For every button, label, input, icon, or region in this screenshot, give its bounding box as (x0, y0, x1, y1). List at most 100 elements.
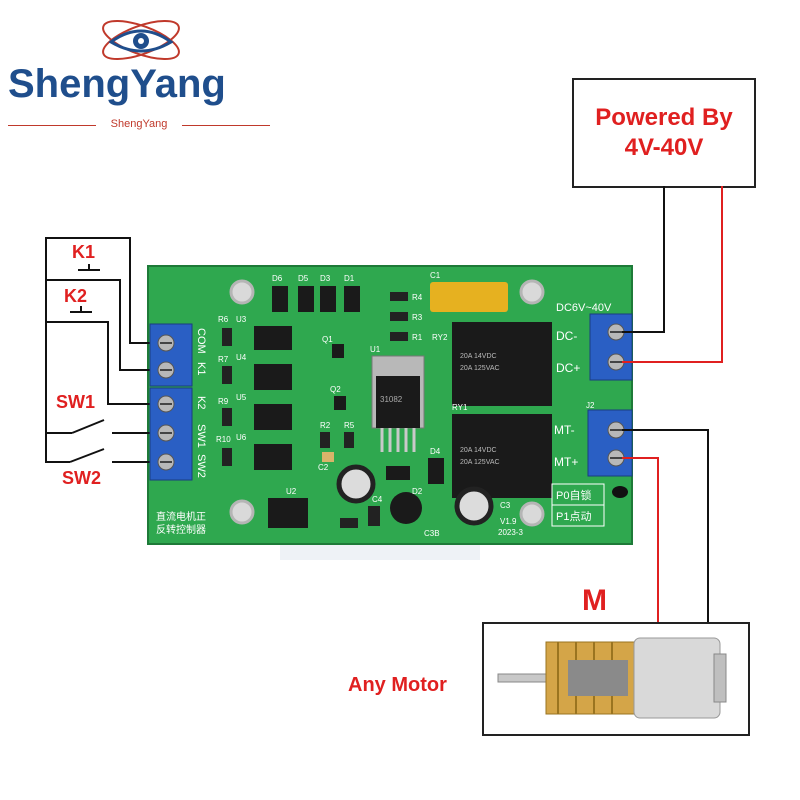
logo-divider-left (8, 125, 96, 126)
ref-c3: C3 (500, 501, 511, 510)
power-input-label: DC6V~40V (556, 302, 612, 314)
ref-d2: D2 (412, 487, 423, 496)
regulator-pins (380, 428, 416, 452)
dc-minus-label: DC- (556, 329, 577, 343)
relay1-spec-1: 20A 14VDC (460, 447, 497, 454)
label-k1: K1 (195, 362, 207, 375)
board-version: V1.9 (500, 517, 517, 526)
switch-wiring (45, 237, 160, 463)
label-com: COM (195, 328, 207, 354)
transistor-q2 (334, 396, 346, 410)
board-title-line2: 反转控制器 (156, 523, 206, 536)
ref-r6: R6 (218, 315, 229, 324)
relay1-spec-2: 20A 125VAC (460, 459, 500, 466)
label-k2: K2 (195, 396, 207, 409)
transistor-q1 (332, 344, 344, 358)
terminal-block-power (589, 313, 633, 381)
relay2-spec-1: 20A 14VDC (460, 353, 497, 360)
mounting-hole (519, 501, 545, 527)
mounting-hole (519, 279, 545, 305)
ref-r7: R7 (218, 355, 229, 364)
capacitor-electrolytic-2 (454, 486, 494, 526)
resistor-small (340, 518, 358, 528)
ref-c3b: C3B (424, 529, 440, 538)
resistor-r5 (344, 432, 354, 448)
ref-r4: R4 (412, 293, 423, 302)
motor-box (482, 622, 750, 736)
board-date: 2023-3 (498, 528, 523, 537)
power-negative-wire (622, 186, 665, 333)
switch-k2-label: K2 (64, 286, 88, 306)
diodes-top (272, 286, 360, 312)
ref-ry1: RY1 (452, 403, 468, 412)
ref-u1: U1 (370, 345, 381, 354)
mode-p0-label: P0自锁 (556, 488, 591, 502)
relay-ry2 (452, 322, 552, 406)
ref-d3: D3 (320, 274, 331, 283)
ref-d1: D1 (344, 274, 355, 283)
ref-u2: U2 (286, 487, 297, 496)
label-sw2: SW2 (195, 454, 207, 478)
brand-name: ShengYang (8, 62, 226, 106)
gear-motor-image (497, 637, 727, 719)
k2-wire (46, 321, 160, 405)
ref-r9: R9 (218, 397, 229, 406)
mode-p1-label: P1点动 (556, 510, 591, 523)
ref-r2: R2 (320, 421, 331, 430)
resistor-r2 (320, 432, 330, 448)
ic-marking: 31082 (380, 395, 403, 404)
mounting-hole (229, 499, 255, 525)
logo-eye-icon (102, 20, 180, 60)
com-wire (45, 237, 160, 463)
mt-minus-label: MT- (554, 423, 575, 437)
diode-d2 (386, 466, 410, 480)
power-supply-box: Powered By 4V-40V (572, 78, 756, 188)
inductor (390, 492, 422, 524)
ref-r10: R10 (216, 435, 231, 444)
capacitor-c1 (430, 282, 508, 312)
power-positive-wire (622, 186, 723, 363)
capacitor-c2 (322, 452, 334, 462)
gear-train (568, 660, 628, 696)
ref-r3: R3 (412, 313, 423, 322)
logo-divider-right (182, 125, 270, 126)
k1-wire (46, 279, 160, 371)
power-supply-label: Powered By 4V-40V (595, 103, 732, 163)
mt-plus-label: MT+ (554, 455, 578, 469)
dc-plus-label: DC+ (556, 361, 580, 375)
switch-sw2-label: SW2 (62, 468, 102, 488)
optocouplers (254, 326, 292, 470)
ic-u2 (268, 498, 308, 528)
power-line-1: Powered By (595, 104, 733, 131)
switch-sw1-label: SW1 (56, 392, 96, 412)
diode-d4 (428, 458, 444, 484)
motor-shaft (497, 673, 549, 683)
ref-ry2: RY2 (432, 333, 448, 342)
jumper (612, 486, 628, 498)
ref-u3: U3 (236, 315, 247, 324)
motor-label: Any Motor (348, 674, 447, 696)
motor-negative-wire (622, 429, 709, 622)
relay-ry1 (452, 414, 552, 498)
ref-u4: U4 (236, 353, 247, 362)
motor-body (633, 637, 721, 719)
motor-endcap (713, 653, 727, 703)
resistors-left (222, 328, 232, 466)
switch-k1-label: K1 (72, 242, 96, 262)
relay2-spec-2: 20A 125VAC (460, 365, 500, 372)
ref-u6: U6 (236, 433, 247, 442)
j2-label: J2 (586, 401, 595, 410)
motor-positive-wire (622, 457, 659, 622)
ref-d4: D4 (430, 447, 441, 456)
brand-subtitle: ShengYang (110, 118, 168, 130)
ref-d5: D5 (298, 274, 309, 283)
ref-r5: R5 (344, 421, 355, 430)
label-sw1: SW1 (195, 424, 207, 448)
regulator-u1 (376, 376, 420, 428)
ref-c2: C2 (318, 463, 329, 472)
resistors-top (390, 292, 408, 341)
capacitor-c4 (368, 506, 380, 526)
ref-q1: Q1 (322, 335, 333, 344)
ref-u5: U5 (236, 393, 247, 402)
